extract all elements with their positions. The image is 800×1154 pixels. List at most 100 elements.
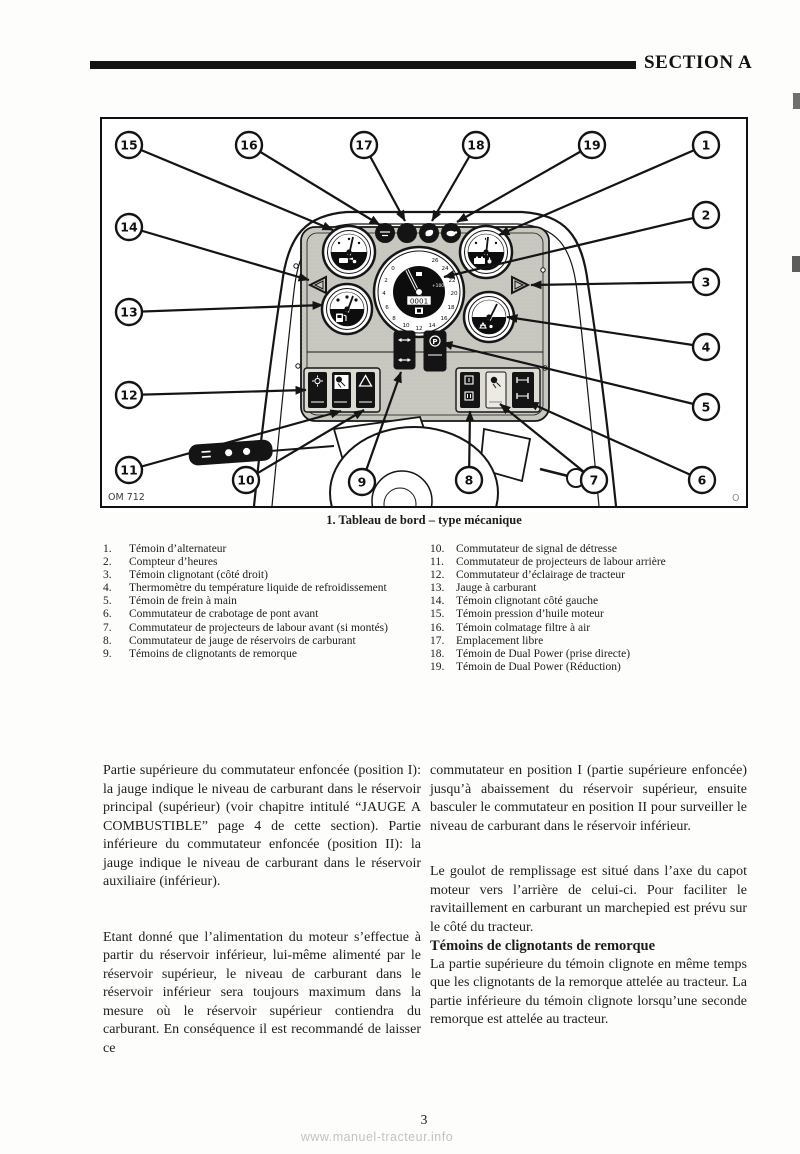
legend-item-text: Témoin clignotant (côté droit) [129,569,268,582]
steering-column [329,416,586,506]
rear-worklight-switch [332,372,351,408]
battery-icon [474,256,492,264]
legend-item-number: 1. [103,543,112,555]
legend-item: 4.Thermomètre du température liquide de … [103,582,403,595]
header-rule [90,61,636,69]
legend-item: 2.Compteur d’heures [103,556,403,569]
fuel-gauge [320,282,374,336]
section-label: SECTION A [644,52,753,73]
svg-text:8: 8 [392,316,396,322]
tachometer: 0 2 4 6 8 10 12 14 16 18 20 22 24 26 +10… [372,245,466,339]
svg-text:24: 24 [441,266,449,272]
legend-item-number: 16. [430,621,445,634]
svg-text:13: 13 [120,305,137,320]
body-paragraph: Le goulot de remplissage est situé dans … [430,864,747,935]
svg-text:26: 26 [431,258,439,264]
legend-item-text: Témoin clignotant côté gauche [456,595,599,608]
fuel-pump-icon [336,313,347,322]
legend-item-number: 8. [103,634,112,647]
left-switch-bank [303,367,381,413]
legend-item-text: Emplacement libre [456,634,544,647]
callout-arrow-2 [443,213,707,279]
svg-text:19: 19 [583,138,600,153]
hazard-switch [356,372,375,408]
callout-11: 11 [114,455,144,485]
legend-item-number: 7. [103,621,112,634]
svg-text:2: 2 [384,278,388,284]
oil-can-icon [339,257,357,264]
panel-screw [293,263,299,269]
page-number: 3 [420,1112,428,1127]
callout-5: 5 [691,392,721,422]
legend-column-right: 10. Commutateur de signal de détresse 11.… [430,543,738,674]
fuel-tank-selector-switch [460,372,480,408]
svg-text:3: 3 [702,275,711,290]
callout-4: 4 [691,332,721,362]
legend-item-text: Témoin de frein à main [129,595,237,608]
legend-item-text: Témoins de clignotants de remorque [129,647,297,660]
svg-text:12: 12 [415,326,422,332]
legend-item-text: Thermomètre du température liquide de re… [129,582,387,595]
legend-item-text: Commutateur de signal de détresse [456,543,617,555]
legend-item-text: Commutateur de projecteurs de labour arr… [456,556,666,569]
callout-arrow-12 [128,385,307,397]
dashboard-figure: 0 2 4 6 8 10 12 14 16 18 20 22 24 26 +10… [100,117,748,508]
callout-14: 14 [114,212,144,242]
tach-scale-note: +100 [432,283,444,289]
callout-arrow-16 [248,144,381,226]
legend-item: 15.Témoin pression d’huile moteur [430,608,738,621]
trailer-indicator-lights [393,330,416,370]
svg-text:8: 8 [465,473,474,488]
legend-item: 9. Témoins de clignotants de remorque [103,648,403,661]
legend-item: 7. Commutateur de projecteurs de labour a… [103,622,403,635]
svg-text:9: 9 [358,475,367,490]
callout-arrow-15 [128,143,334,232]
svg-text:14: 14 [120,220,138,235]
scan-artifact [792,256,800,272]
legend-item-number: 19. [430,660,445,673]
legend-item-text: Compteur d’heures [129,556,218,569]
oil-pressure-gauge [321,224,377,280]
legend-item-text: Commutateur d’éclairage de tracteur [456,569,625,582]
legend-item: 8. Commutateur de jauge de réservoirs de … [103,635,403,648]
callout-arrow-6 [527,400,703,482]
callout-6: 6 [687,465,717,495]
coolant-temp-gauge [462,290,516,344]
callout-3: 3 [691,267,721,297]
legend-item: 19.Témoin de Dual Power (Réduction) [430,661,738,674]
scan-artifact [793,93,800,109]
callout-circles: 15 16 17 18 19 1 2 3 4 5 6 7 8 9 10 11 1… [114,130,721,497]
legend-item-number: 18. [430,647,445,660]
callout-8: 8 [454,465,484,495]
svg-text:15: 15 [120,138,137,153]
legend-item-text: Commutateur de jauge de réservoirs de ca… [129,634,356,647]
svg-text:10: 10 [237,473,255,488]
legend-item-number: 11. [430,556,444,569]
legend-item-text: Commutateur de projecteurs de labour ava… [129,621,388,634]
callout-arrows [128,143,707,483]
svg-text:2: 2 [702,208,711,223]
callout-7: 7 [579,465,609,495]
dual-power-reduction-light [441,223,461,243]
right-turn-indicator-triangle [511,275,531,295]
callout-arrow-7 [499,403,595,481]
headlight-icon [225,449,233,457]
parking-brake-symbol: P [432,338,437,346]
callout-arrow-11 [128,409,342,472]
svg-text:18: 18 [447,305,455,311]
legend-item-text: Jauge à carburant [456,582,537,595]
dual-power-direct-light [419,223,439,243]
legend-item-number: 10. [430,543,445,555]
thermometer-icon [479,321,493,329]
front-axle-switch [512,372,534,408]
headlight-icon [242,447,251,456]
body-paragraph: La partie supérieure du témoin clignote … [430,956,747,1028]
svg-text:7: 7 [590,473,599,488]
body-heading: Témoins de clignotants de remorque [430,938,656,954]
lighting-switch [308,372,327,408]
legend-item-number: 9. [103,647,112,660]
legend-item: 3.Témoin clignotant (côté droit) [103,569,403,582]
warning-lights-row [375,223,461,243]
figure-code: OM 712 [108,492,145,503]
